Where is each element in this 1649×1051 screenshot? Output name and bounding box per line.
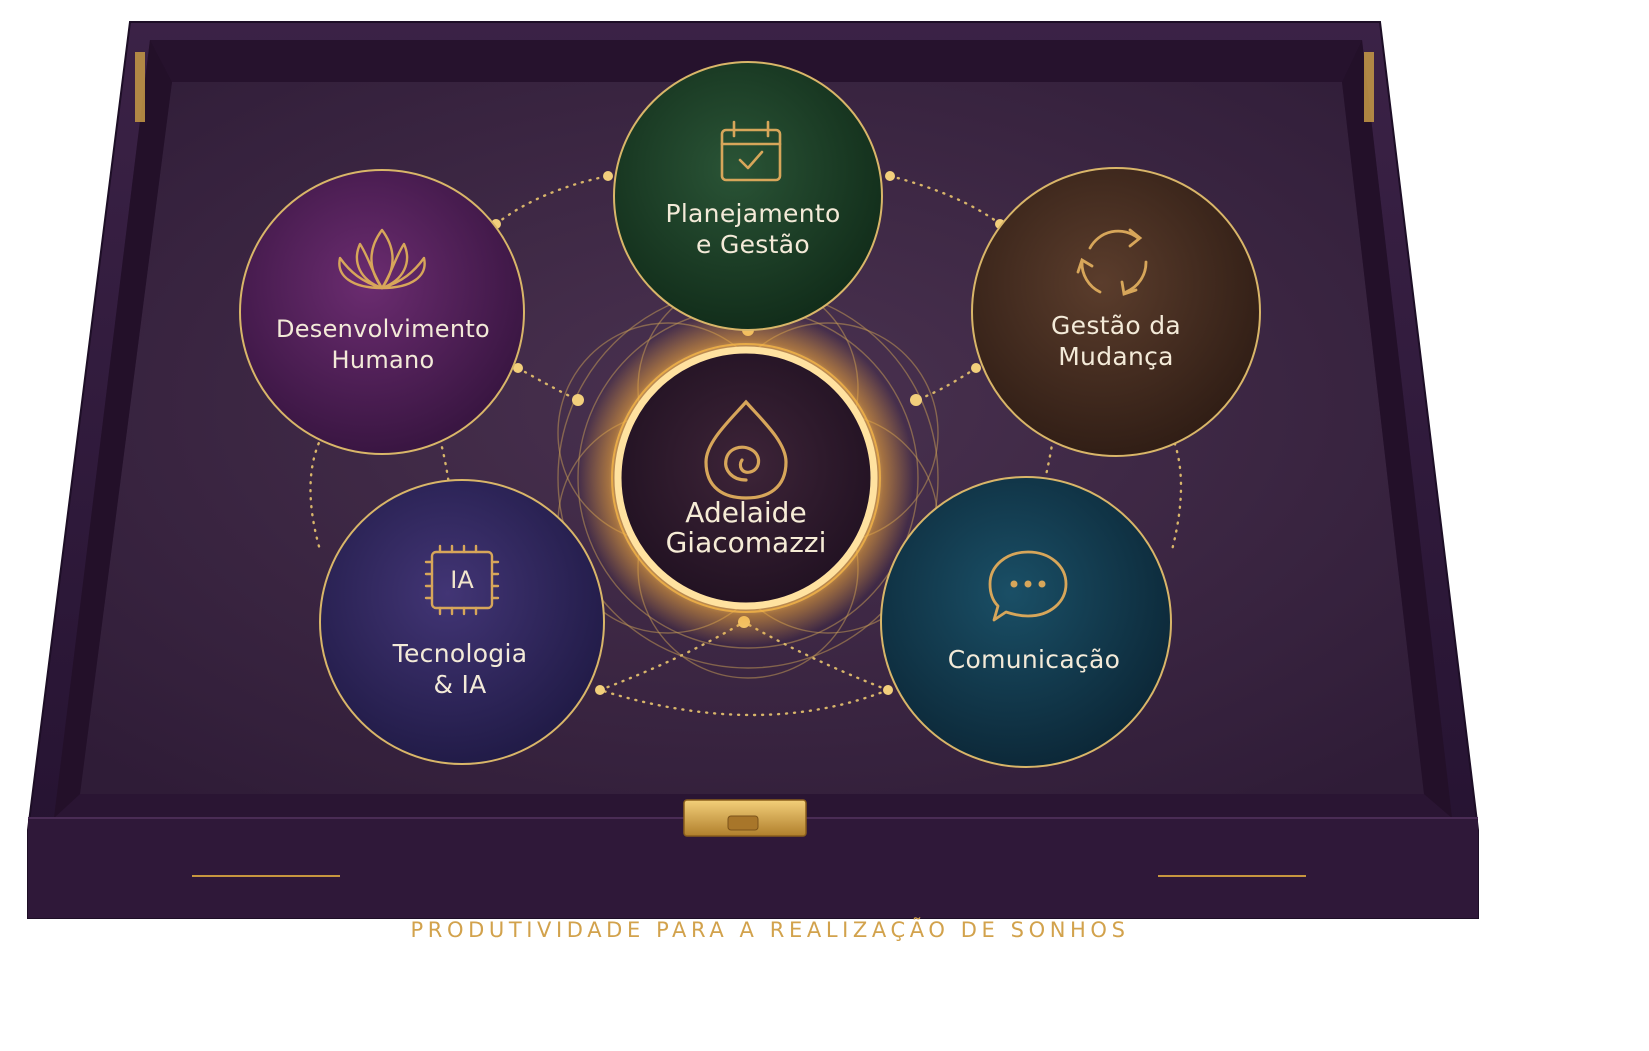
node-label-line: Tecnologia	[392, 639, 528, 668]
node-label-line: Comunicação	[947, 645, 1121, 674]
node-label-line: Humano	[331, 346, 435, 374]
node-comunicacao	[880, 476, 1172, 768]
node-desenvolvimento	[239, 169, 525, 455]
node-label-line: & IA	[433, 670, 487, 699]
node-label-line: Desenvolvimento	[275, 315, 491, 343]
chip-icon-label: IA	[450, 566, 474, 594]
gold-latch-icon	[683, 799, 807, 837]
chip-icon	[424, 544, 500, 616]
center-name-line1: Adelaide	[685, 496, 807, 529]
center-node	[578, 310, 914, 646]
node-tecnologia	[319, 479, 605, 765]
node-label-line: e Gestão	[696, 230, 810, 259]
calendar-check-icon	[720, 120, 782, 182]
cycle-arrows-icon	[1076, 228, 1148, 296]
lotus-icon	[338, 228, 426, 290]
node-planejamento	[613, 61, 883, 331]
node-label-comunicacao: Comunicação	[884, 644, 1184, 675]
tagline: PRODUTIVIDADE PARA A REALIZAÇÃO DE SONHO…	[410, 918, 1130, 942]
node-label-line: Planejamento	[665, 199, 841, 228]
node-label-line: Gestão da	[1050, 311, 1182, 340]
spiral-drop-icon	[704, 399, 788, 500]
node-label-line: Mudança	[1058, 342, 1174, 371]
node-label-gestao-mudanca: Gestão da Mudança	[966, 310, 1266, 372]
node-label-tecnologia: Tecnologia & IA	[310, 638, 610, 700]
node-label-planejamento: Planejamento e Gestão	[603, 198, 903, 260]
node-gestao-mudanca	[971, 167, 1261, 457]
chat-bubble-icon	[988, 550, 1068, 622]
center-name-line2: Giacomazzi	[665, 526, 827, 559]
node-label-desenvolvimento: Desenvolvimento Humano	[233, 314, 533, 376]
center-name: Adelaide Giacomazzi	[616, 498, 876, 558]
